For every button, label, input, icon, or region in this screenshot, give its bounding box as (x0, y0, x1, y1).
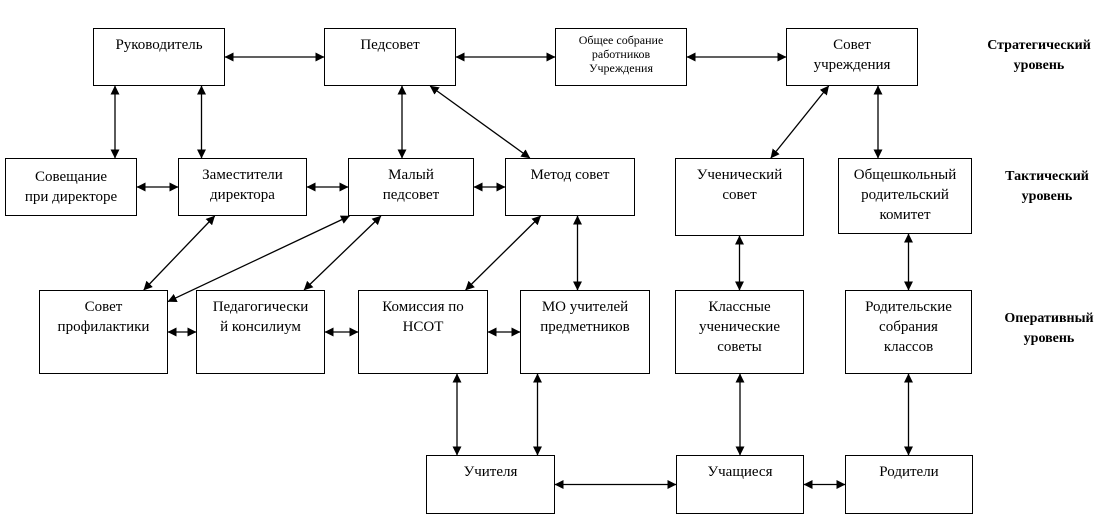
node-pedsovet: Педсовет (324, 28, 456, 86)
level-label-line: уровень (1021, 189, 1073, 204)
node-label-line: Учащиеся (707, 464, 773, 480)
node-label-line: Комиссия по (382, 299, 464, 315)
node-ped-konsilium: Педагогически й консилиум (196, 290, 325, 374)
node-uchitelya: Учителя (426, 455, 555, 514)
node-label-line: ученические (699, 319, 780, 335)
node-label-line: Учреждения (589, 61, 653, 75)
node-label-line: Совет (84, 299, 123, 315)
node-label-line: педсовет (382, 187, 440, 203)
node-roditelskie-sobraniya: Родительские собрания классов (845, 290, 972, 374)
level-label-line: Тактический (1005, 169, 1089, 184)
level-label-tactical: Тактический уровень (990, 167, 1104, 207)
node-label-line: Заместители (202, 167, 283, 183)
node-label-line: Совещание (34, 169, 108, 185)
node-label-line: при директоре (24, 189, 118, 205)
node-label-line: Общешкольный (853, 167, 957, 183)
node-label-line: советы (717, 339, 762, 355)
node-label-line: Педсовет (360, 37, 420, 53)
node-label-line: Классные (708, 299, 771, 315)
node-komissiya-nsot: Комиссия по НСОТ (358, 290, 488, 374)
node-label-line: Педагогически (212, 299, 309, 315)
node-label-line: Малый (388, 167, 434, 183)
arrow-pedsovet-metod (429, 85, 531, 159)
level-label-line: Стратегический (987, 38, 1091, 53)
node-label-line: собрания (879, 319, 938, 335)
arrow-malyi-konsilium (303, 215, 382, 291)
node-label-line: профилактики (57, 319, 150, 335)
node-label-line: комитет (879, 207, 931, 223)
node-label-line: родительский (861, 187, 949, 203)
level-label-line: уровень (1023, 331, 1075, 346)
node-metod-sovet: Метод совет (505, 158, 635, 216)
node-label-line: совет (722, 187, 757, 203)
node-zamestiteli: Заместители директора (178, 158, 307, 216)
arrow-malyi-profil (167, 215, 350, 303)
node-label-line: Метод совет (530, 167, 610, 183)
node-label-line: классов (883, 339, 934, 355)
node-mo-uchitelei: МО учителей предметников (520, 290, 650, 374)
level-label-line: Оперативный (1004, 311, 1094, 326)
level-label-strategic: Стратегический уровень (972, 36, 1106, 76)
node-roditeli: Родители (845, 455, 973, 514)
level-label-operative: Оперативный уровень (990, 309, 1108, 349)
arrow-metod-nsot (465, 215, 542, 291)
node-uchenicheskii-sovet: Ученический совет (675, 158, 804, 236)
node-label-line: Руководитель (115, 37, 203, 53)
node-sovet-uchrezhdeniya: Совет учреждения (786, 28, 918, 86)
node-soveshanie: Совещание при директоре (5, 158, 137, 216)
node-label-line: Ученический (696, 167, 783, 183)
node-label-line: НСОТ (402, 319, 444, 335)
node-label-line: Родители (879, 464, 939, 480)
arrow-zam-profil (143, 215, 216, 291)
node-label-line: Родительские (865, 299, 952, 315)
node-malyi-pedsovet: Малый педсовет (348, 158, 474, 216)
node-klassnye-sovety: Классные ученические советы (675, 290, 804, 374)
node-label-line: предметников (540, 319, 630, 335)
level-label-line: уровень (1013, 58, 1065, 73)
node-label-line: учреждения (813, 57, 891, 73)
node-rukovoditel: Руководитель (93, 28, 225, 86)
node-label-line: МО учителей (541, 299, 629, 315)
node-label-line: работников (591, 47, 651, 61)
node-roditelskii-komitet: Общешкольный родительский комитет (838, 158, 972, 234)
node-uchashiesya: Учащиеся (676, 455, 804, 514)
node-label-line: Учителя (463, 464, 518, 480)
node-label-line: Совет (833, 37, 871, 53)
arrow-sovet_uchr-uch_sovet (770, 85, 830, 159)
node-label-line: директора (210, 187, 275, 203)
node-sovet-profilaktiki: Совет профилактики (39, 290, 168, 374)
node-label-line: Общее собрание (578, 33, 664, 47)
node-label-line: й консилиум (220, 319, 301, 335)
